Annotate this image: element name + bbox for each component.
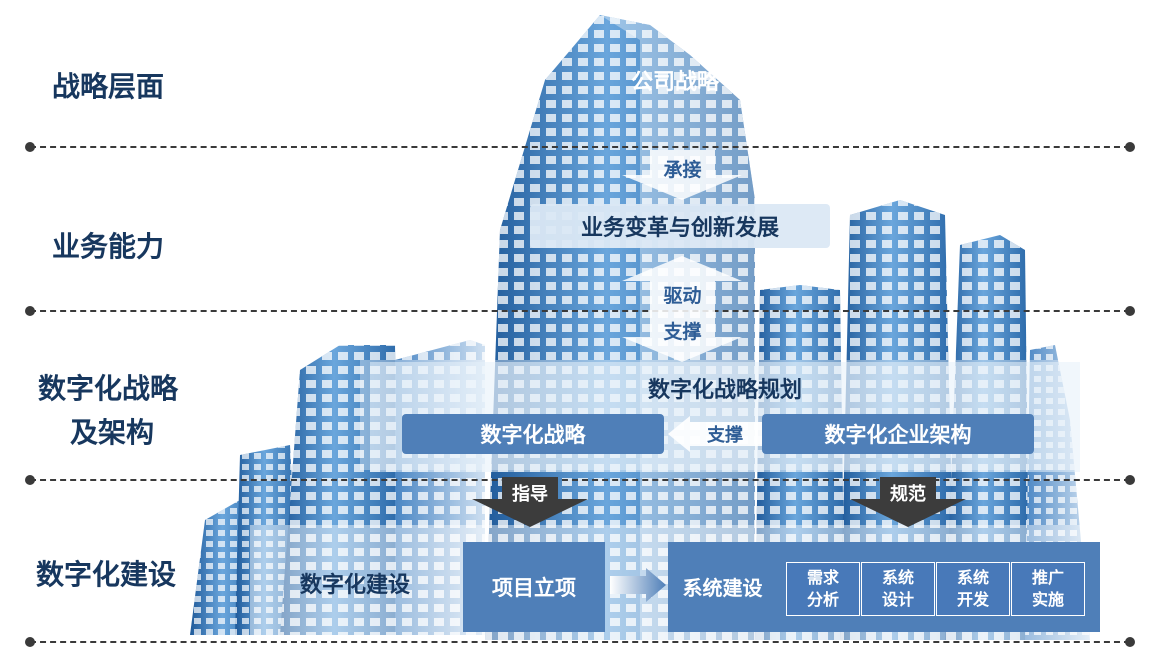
guide-label: 指导 (512, 484, 548, 505)
undertake-arrow (622, 150, 742, 200)
separator-4-left-dot (25, 637, 35, 647)
system-step-line2: 开发 (956, 590, 989, 609)
separator-4 (30, 641, 1130, 643)
layer-label-digital-strategy-line2: 及架构 (70, 416, 155, 449)
separator-2-left-dot (25, 306, 35, 316)
guide-arrow (472, 477, 588, 527)
system-step-text: 需求分析 (807, 567, 839, 611)
separator-3-left-dot (25, 475, 35, 485)
layer-label-construction: 数字化建设 (36, 558, 177, 591)
system-step-line2: 设计 (881, 590, 914, 609)
undertake-label: 承接 (663, 158, 702, 181)
regulate-label: 规范 (890, 484, 926, 505)
system-step-text: 系统开发 (957, 567, 989, 611)
layer-label-strategy: 战略层面 (52, 70, 165, 103)
drive-arrow (622, 256, 742, 312)
system-step-3: 系统开发 (936, 562, 1010, 616)
project-approval-box: 项目立项 (463, 542, 605, 632)
business-transform-box: 业务变革与创新发展 (530, 204, 830, 248)
support-mid-arrow (668, 416, 763, 452)
system-step-line1: 系统 (956, 568, 989, 587)
support-top-label: 支撑 (663, 320, 702, 343)
separator-4-right-dot (1125, 637, 1135, 647)
separator-2-right-dot (1125, 306, 1135, 316)
system-step-text: 推广实施 (1032, 567, 1064, 611)
separator-1-right-dot (1125, 142, 1135, 152)
layer-label-business: 业务能力 (52, 230, 165, 263)
layer-label-digital-strategy-line1: 数字化战略 (38, 372, 179, 405)
enterprise-architecture-box: 数字化企业架构 (762, 414, 1034, 454)
system-step-line2: 实施 (1031, 590, 1064, 609)
drive-label: 驱动 (663, 284, 702, 307)
company-strategy-label: 公司战略 (630, 70, 719, 95)
separator-3-right-dot (1125, 475, 1135, 485)
system-step-text: 系统设计 (882, 567, 914, 611)
system-step-line2: 分析 (806, 590, 839, 609)
digital-construction-label: 数字化建设 (299, 572, 410, 598)
project-to-system-arrow (610, 568, 666, 602)
system-step-line1: 系统 (881, 568, 914, 587)
digital-strategy-box: 数字化战略 (402, 414, 664, 454)
separator-1 (30, 146, 1130, 148)
system-construction-label: 系统建设 (682, 575, 763, 600)
system-step-4: 推广实施 (1011, 562, 1085, 616)
regulate-arrow (850, 477, 966, 527)
support-mid-label: 支撑 (707, 425, 743, 446)
system-step-1: 需求分析 (786, 562, 860, 616)
separator-2 (30, 310, 1130, 312)
system-step-2: 系统设计 (861, 562, 935, 616)
system-step-line1: 推广 (1031, 568, 1064, 587)
separator-3 (30, 479, 1130, 481)
separator-1-left-dot (25, 142, 35, 152)
support-top-arrow (622, 312, 742, 362)
system-step-line1: 需求 (806, 568, 839, 587)
